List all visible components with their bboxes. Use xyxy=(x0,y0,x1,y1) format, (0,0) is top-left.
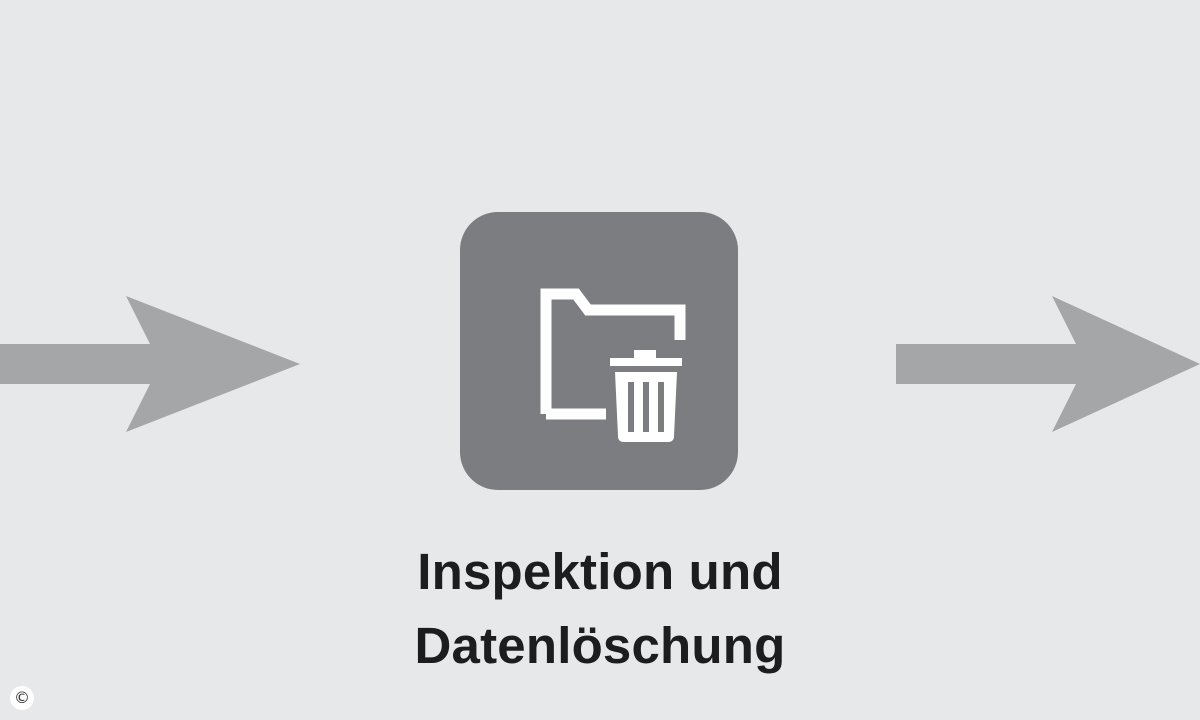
incoming-arrow xyxy=(0,296,300,432)
copyright-badge: © xyxy=(10,686,34,710)
step-label-line-2: Datenlöschung xyxy=(414,617,786,674)
step-label-line-1: Inspektion und xyxy=(417,543,783,600)
folder-delete-icon xyxy=(540,288,691,444)
step-icon-box xyxy=(460,212,738,490)
step-label: Inspektion und Datenlöschung xyxy=(300,535,900,683)
outgoing-arrow xyxy=(896,296,1200,432)
